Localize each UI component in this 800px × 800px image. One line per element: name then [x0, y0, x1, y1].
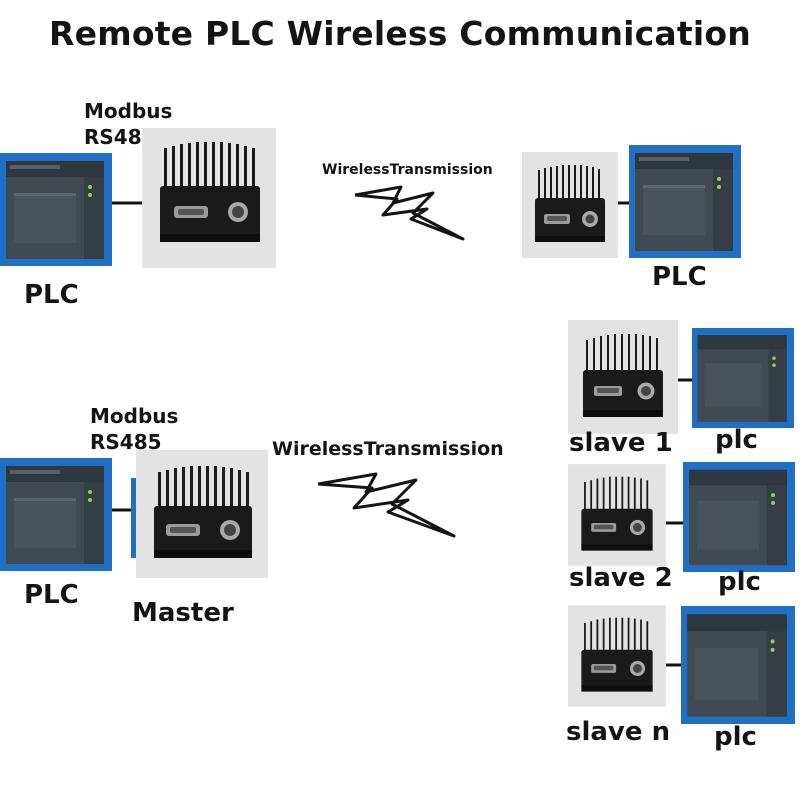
radio-transceiver-icon — [522, 152, 618, 258]
plc-device-top-left — [0, 153, 112, 266]
slave-1-label: slave 1 — [569, 428, 673, 458]
radio-transceiver-slave-1 — [568, 320, 678, 434]
slave-n-label: slave n — [566, 717, 671, 747]
plc-icon — [683, 462, 795, 572]
radio-transceiver-icon — [568, 605, 666, 707]
slave-1-plc-label: plc — [715, 425, 758, 455]
plc-device-master — [0, 458, 112, 571]
slave-2-plc-label: plc — [718, 567, 761, 597]
radio-transceiver-top-right — [522, 152, 618, 258]
plc-device-slave-1 — [692, 328, 794, 428]
plc-icon — [692, 328, 794, 428]
protocol-label-bottom: Modbus RS485 — [90, 403, 178, 455]
radio-transceiver-icon — [568, 320, 678, 434]
radio-transceiver-icon — [568, 464, 666, 566]
transmission-label-bottom: WirelessTransmission — [272, 438, 504, 460]
lightning-bolt-icon — [355, 185, 465, 241]
plc-label-master: PLC — [24, 580, 79, 610]
plc-device-slave-n — [681, 606, 795, 724]
plc-label-top-left: PLC — [24, 280, 79, 310]
plc-icon — [0, 153, 112, 266]
diagram-title: Remote PLC Wireless Communication — [49, 14, 751, 53]
protocol-name: Modbus — [84, 99, 173, 123]
radio-transceiver-icon — [142, 128, 276, 268]
radio-transceiver-icon — [136, 450, 268, 578]
protocol-name: Modbus — [90, 404, 179, 428]
radio-transceiver-master — [136, 450, 268, 578]
radio-transceiver-slave-2 — [568, 464, 666, 566]
slave-2-label: slave 2 — [569, 563, 673, 593]
master-radio-label: Master — [132, 598, 234, 628]
slave-n-plc-label: plc — [714, 722, 757, 752]
lightning-bolt-icon — [318, 472, 456, 538]
master-connector-strip — [131, 478, 136, 558]
plc-icon — [681, 606, 795, 724]
plc-device-slave-2 — [683, 462, 795, 572]
transmission-label-top: WirelessTransmission — [322, 162, 493, 178]
radio-transceiver-slave-n — [568, 604, 666, 708]
plc-device-top-right — [629, 145, 741, 258]
plc-label-top-right: PLC — [652, 262, 707, 292]
radio-transceiver-top-left — [142, 128, 276, 268]
plc-icon — [0, 458, 112, 571]
plc-icon — [629, 145, 741, 258]
